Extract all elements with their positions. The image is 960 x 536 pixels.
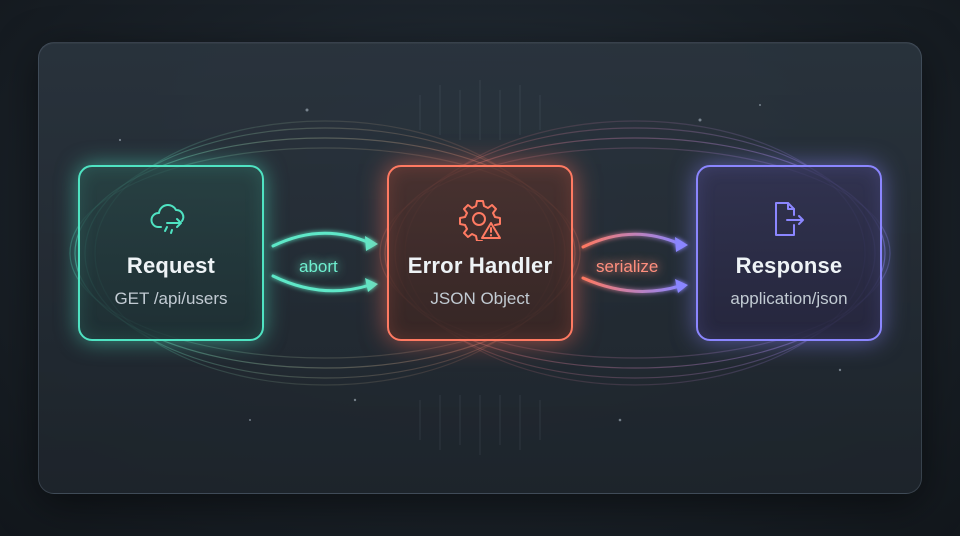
request-title: Request <box>126 253 216 278</box>
response-node[interactable]: Response application/json <box>696 165 882 341</box>
document-export-icon <box>775 202 804 236</box>
error-handler-title: Error Handler <box>407 253 553 278</box>
response-title: Response <box>735 253 843 278</box>
error-handler-subtitle: JSON Object <box>430 289 530 308</box>
gear-warning-icon <box>459 200 501 241</box>
response-subtitle: application/json <box>730 289 848 308</box>
abort-edge-label: abort <box>299 257 338 276</box>
request-node[interactable]: Request GET /api/users <box>78 165 264 341</box>
serialize-edge-label: serialize <box>596 257 659 276</box>
request-subtitle: GET /api/users <box>114 289 228 308</box>
error-handler-node[interactable]: Error Handler JSON Object <box>387 165 573 341</box>
cloud-arrow-icon <box>150 204 185 234</box>
